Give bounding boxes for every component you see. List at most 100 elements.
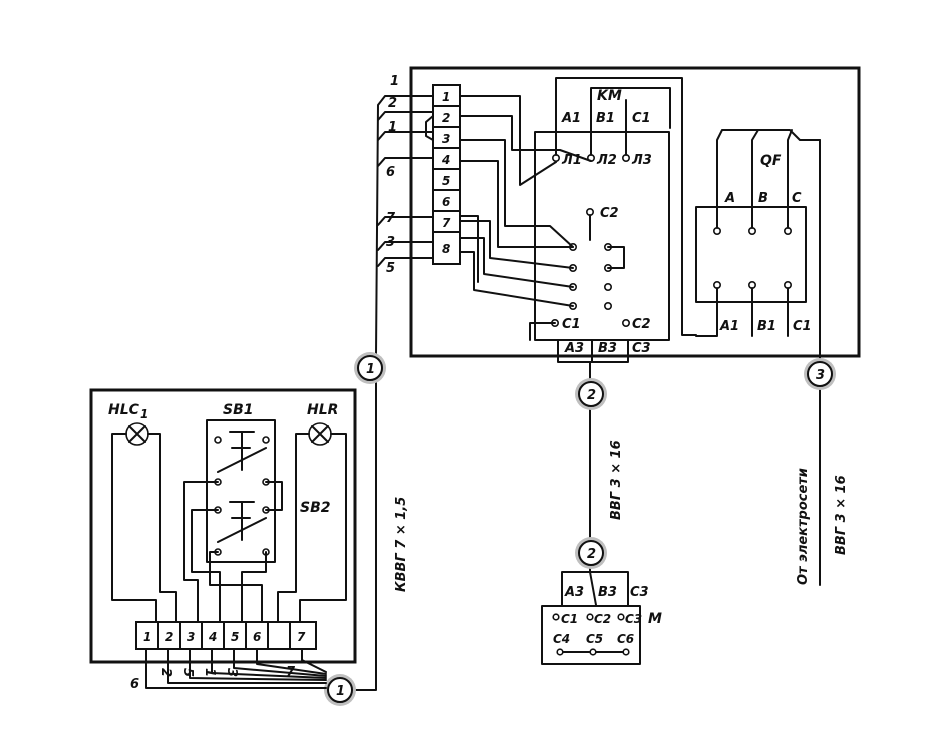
cable-1-type: КВВГ 7 × 1,5 xyxy=(394,497,409,592)
lamp-left-label: HLC xyxy=(108,402,140,418)
cable-2-marker-top xyxy=(578,381,604,407)
contactor-output-a3: A3 xyxy=(564,341,584,356)
pushbutton-housing xyxy=(206,419,276,563)
control-wiring xyxy=(459,95,592,341)
cable-1: 1 1 КВВГ 7 × 1,5 xyxy=(324,352,409,706)
cabinet-terminal-6: 6 xyxy=(442,195,450,209)
motor-c2: C2 xyxy=(594,612,611,626)
cabinet-terminal-7: 7 xyxy=(442,216,451,230)
breaker-out-b1: B1 xyxy=(757,319,776,334)
lamp-right-icon xyxy=(308,422,332,446)
cabinet-terminal-3: 3 xyxy=(442,132,450,146)
breaker-out-c1: C1 xyxy=(793,319,812,334)
cabinet-terminal-8: 8 xyxy=(442,242,450,256)
cabinet-terminal-4: 4 xyxy=(441,153,450,167)
breaker-out-a1: A1 xyxy=(719,319,739,334)
station-wire-label-1: 1 xyxy=(202,668,217,677)
cable-1-marker-top xyxy=(357,355,383,381)
cabinet-terminal-5: 5 xyxy=(442,174,450,188)
contactor-km: KM A1 B1 C1 Л1 Л2 Л3 C2 xyxy=(534,77,697,373)
station-terminal-2: 2 xyxy=(165,630,173,644)
cable-1-marker-bottom xyxy=(327,677,353,703)
cable-3-marker xyxy=(807,361,833,387)
contactor-bottom-c2: C2 xyxy=(632,317,651,332)
contactor-coil-l3: Л3 xyxy=(631,153,652,168)
breaker-terminal-a: A xyxy=(724,191,735,206)
station-terminal-3: 3 xyxy=(187,630,195,644)
contactor-output-c3: C3 xyxy=(632,341,651,356)
button-sb1-label: SB1 xyxy=(223,402,254,418)
motor-c5: C5 xyxy=(586,632,603,646)
station-terminal-5: 5 xyxy=(231,630,239,644)
station-terminal-6: 6 xyxy=(253,630,261,644)
button-sb2-label: SB2 xyxy=(300,500,331,516)
cabinet-wire-label-4: 6 xyxy=(386,165,395,180)
motor-c4: C4 xyxy=(553,632,570,646)
control-cabinet: 1 2 3 4 5 6 7 8 1 2 1 6 7 3 5 xyxy=(375,66,861,373)
contactor-terminal-c1: C1 xyxy=(632,111,651,126)
button-sb1-icon xyxy=(214,431,270,486)
motor-m: A3 B3 C3 M C1 C2 C3 C4 C5 C6 xyxy=(541,571,662,665)
station-wire-label-5: 5 xyxy=(180,668,195,677)
cable-1-marker-bottom-label: 1 xyxy=(336,684,345,699)
cable-1-marker-top-label: 1 xyxy=(366,362,375,377)
station-wire-label-6: 6 xyxy=(130,677,139,692)
circuit-breaker-qf: QF A B C A1 B1 C1 xyxy=(695,129,821,373)
station-wire-label-3: 3 xyxy=(224,668,239,677)
motor-terminal-b3: B3 xyxy=(598,585,617,600)
pushbutton-station: HLC 1 HLR SB1 SB2 xyxy=(89,388,357,692)
cable-2-marker-top-label: 2 xyxy=(587,388,596,403)
station-terminal-4: 4 xyxy=(208,630,217,644)
contactor-bottom-c1: C1 xyxy=(562,317,581,332)
button-sb2-icon xyxy=(214,501,270,556)
contactor-terminal-a1: A1 xyxy=(561,111,581,126)
cabinet-terminal-1: 1 xyxy=(442,90,450,104)
cable-3: 3 От электросети ВВГ 3 × 16 xyxy=(796,358,849,586)
pushbutton-station-enclosure xyxy=(89,388,357,664)
contactor-terminal-b1: B1 xyxy=(596,111,615,126)
motor-c1: C1 xyxy=(561,612,578,626)
cabinet-terminal-strip: 1 2 3 4 5 6 7 8 xyxy=(432,84,461,265)
breaker-terminal-c: C xyxy=(792,191,802,206)
control-cabinet-enclosure xyxy=(409,66,861,358)
lamp-left-icon xyxy=(125,422,149,446)
cabinet-incoming-wires: 1 2 1 6 7 3 5 xyxy=(375,74,434,356)
motor-name: M xyxy=(648,611,662,627)
cabinet-terminal-2: 2 xyxy=(442,111,450,125)
lamp-right-label: HLR xyxy=(307,402,338,418)
motor-terminal-a3: A3 xyxy=(564,585,584,600)
contactor-aux-c2: C2 xyxy=(600,206,619,221)
station-terminal-7: 7 xyxy=(297,630,306,644)
lamp-left-subscript: 1 xyxy=(140,407,148,421)
cabinet-wire-label-6: 3 xyxy=(386,235,395,250)
cable-2-marker-bottom xyxy=(578,540,604,566)
contactor-coil-l1: Л1 xyxy=(561,153,582,168)
motor-terminal-box xyxy=(541,605,641,665)
station-outgoing-wires: 6 2 5 1 3 7 xyxy=(130,648,327,692)
cable-3-marker-label: 3 xyxy=(816,368,825,383)
station-terminal-strip: 1 2 3 4 5 6 7 xyxy=(135,621,317,650)
contactor-coil-l2: Л2 xyxy=(596,153,617,168)
station-wire-label-2: 2 xyxy=(158,668,173,677)
cabinet-wire-label-7: 5 xyxy=(386,261,395,276)
contactor-name: KM xyxy=(597,88,622,104)
cabinet-wire-label-3: 1 xyxy=(388,120,397,135)
cable-3-type: ВВГ 3 × 16 xyxy=(834,475,849,555)
station-terminal-1: 1 xyxy=(143,630,151,644)
motor-terminal-c3: C3 xyxy=(630,585,649,600)
cabinet-wire-label-1: 1 xyxy=(390,74,399,89)
cable-3-source: От электросети xyxy=(796,468,811,585)
cable-2: 2 2 ВВГ 3 × 16 xyxy=(575,371,624,573)
breaker-name: QF xyxy=(760,153,782,169)
motor-c6: C6 xyxy=(617,632,634,646)
motor-c3: C3 xyxy=(625,612,642,626)
contactor-output-b3: B3 xyxy=(598,341,617,356)
contactor-body xyxy=(534,131,670,341)
cabinet-wire-label-5: 7 xyxy=(386,211,396,226)
breaker-terminal-b: B xyxy=(758,191,768,206)
cable-2-type: ВВГ 3 × 16 xyxy=(609,440,624,520)
cable-2-marker-bottom-label: 2 xyxy=(587,547,596,562)
cabinet-wire-label-2: 2 xyxy=(388,96,397,111)
station-wire-label-7: 7 xyxy=(286,665,296,680)
